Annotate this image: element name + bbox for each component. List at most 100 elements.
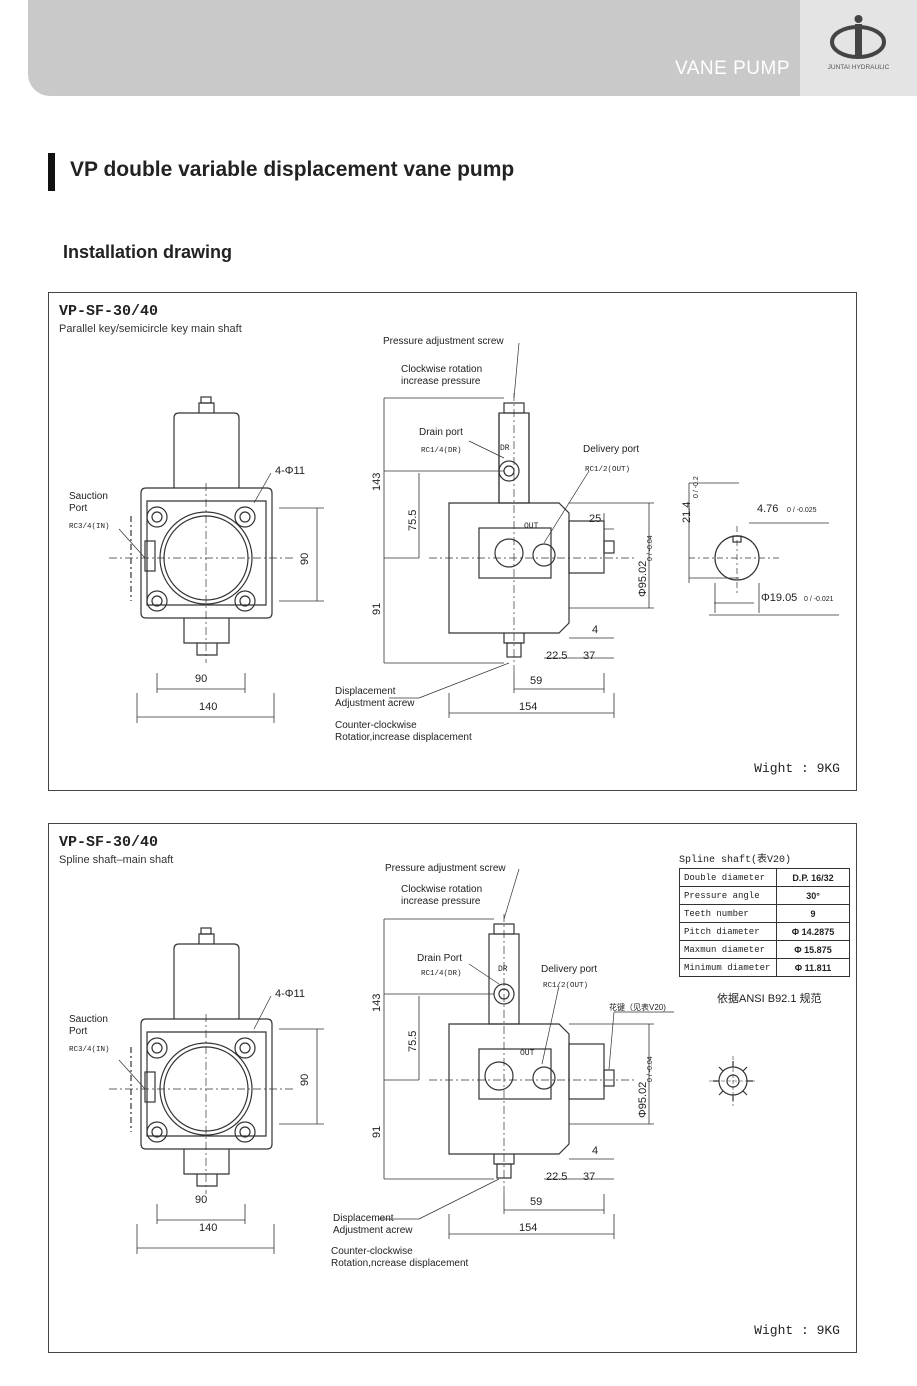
spec-value: 30°	[776, 886, 850, 905]
spline-gear-icon	[709, 1056, 757, 1106]
dim-154: 154	[519, 1222, 538, 1234]
page-header: VANE PUMP	[28, 0, 917, 96]
spec-value: Φ 14.2875	[776, 922, 850, 941]
dim-shaft-19-05-tolerance: 0 / -0.021	[804, 596, 834, 603]
dim-key-4-76: 4.76	[757, 503, 779, 515]
delivery-port-label: Delivery port	[583, 444, 640, 455]
brand-logo: JUNTAI HYDRAULIC	[800, 0, 917, 96]
spec-value: Φ 15.875	[776, 940, 850, 959]
body-out-marking: OUT	[524, 522, 539, 531]
model-code: VP-SF-30/40	[59, 834, 159, 851]
weight-label: Wight : 9KG	[754, 761, 840, 776]
pressure-screw-label: Pressure adjustment screw	[383, 336, 504, 347]
dim-91: 91	[371, 602, 383, 615]
delivery-port-label: Delivery port	[541, 964, 598, 975]
pressure-screw-label: Pressure adjustment screw	[385, 863, 506, 874]
dim-37: 37	[583, 650, 596, 662]
dim-75-5: 75.5	[407, 1030, 419, 1052]
body-dr-marking: DR	[498, 965, 508, 974]
dim-59: 59	[530, 1196, 543, 1208]
dim-75-5: 75.5	[407, 509, 419, 531]
model-code: VP-SF-30/40	[59, 303, 159, 320]
counter-clockwise-label: Counter-clockwise Rotation,ncrease displ…	[331, 1246, 469, 1269]
section-title: VP double variable displacement vane pum…	[70, 158, 515, 181]
dim-width-90: 90	[195, 673, 208, 685]
section-subtitle: Installation drawing	[63, 242, 233, 262]
spec-key: Pressure angle	[679, 886, 777, 905]
dim-22-5: 22.5	[546, 650, 568, 662]
spec-key: Teeth number	[679, 904, 777, 923]
drain-port-label: Drain Port	[417, 953, 463, 964]
spec-key: Minimum diameter	[679, 958, 777, 977]
dim-37: 37	[583, 1171, 596, 1183]
header-title: VANE PUMP	[675, 58, 791, 79]
dim-25: 25	[589, 513, 602, 525]
spec-key: Maxmun diameter	[679, 940, 777, 959]
section-marker	[48, 153, 55, 191]
spline-note: 花键（见表V20)	[609, 1003, 666, 1012]
dim-4: 4	[592, 1145, 599, 1157]
body-dr-marking: DR	[500, 444, 510, 453]
logo-icon	[830, 15, 886, 59]
standard-reference: 依据ANSI B92.1 规范	[717, 993, 822, 1005]
suction-port-code: RC3/4(IN)	[69, 1046, 110, 1054]
dim-143: 143	[371, 993, 383, 1012]
counter-clockwise-label: Counter-clockwise Rotatior,increase disp…	[335, 720, 472, 743]
dim-key-4-76-tolerance: 0 / -0.025	[787, 507, 817, 514]
body-out-marking: OUT	[520, 1049, 535, 1058]
spec-value: D.P. 16/32	[776, 868, 850, 887]
dim-width-90: 90	[195, 1194, 208, 1206]
technical-drawing	[109, 342, 839, 723]
delivery-port-code: RC1/2(OUT)	[543, 982, 589, 990]
dim-154: 154	[519, 701, 538, 713]
suction-port-label: Sauction Port	[69, 1014, 108, 1037]
spec-value: Φ 11.811	[776, 958, 850, 977]
spec-key: Double diameter	[679, 868, 777, 887]
bolt-holes-label: 4-Φ11	[275, 465, 305, 477]
delivery-port-code: RC1/2(OUT)	[585, 466, 631, 474]
bolt-holes-label: 4-Φ11	[275, 988, 305, 1000]
drain-port-code: RC1/4(DR)	[421, 447, 462, 455]
dim-width-140: 140	[199, 1222, 218, 1234]
dim-height-90: 90	[299, 1073, 311, 1086]
dim-22-5: 22.5	[546, 1171, 568, 1183]
model-description: Parallel key/semicircle key main shaft	[59, 323, 242, 335]
dim-key-21-4-tolerance: 0 / -0.2	[693, 476, 700, 498]
dim-59: 59	[530, 675, 543, 687]
drain-port-code: RC1/4(DR)	[421, 970, 462, 978]
technical-drawing	[109, 868, 757, 1254]
spline-table-title: Spline shaft(表V20)	[679, 855, 792, 866]
dim-91: 91	[371, 1125, 383, 1138]
dim-143: 143	[371, 472, 383, 491]
dim-4: 4	[592, 624, 599, 636]
dim-height-90: 90	[299, 552, 311, 565]
clockwise-label: Clockwise rotation increase pressure	[401, 884, 483, 907]
brand-name: JUNTAI HYDRAULIC	[827, 64, 890, 71]
dim-diameter-95-tolerance: 0 / -0.04	[647, 535, 654, 561]
drain-port-label: Drain port	[419, 427, 463, 438]
dim-key-21-4: 21.4	[681, 501, 693, 523]
dim-width-140: 140	[199, 701, 218, 713]
dim-diameter-95-tolerance: 0 / -0.04	[647, 1056, 654, 1082]
weight-label: Wight : 9KG	[754, 1323, 840, 1338]
dim-shaft-19-05: Φ19.05	[761, 592, 798, 604]
dim-diameter-95: Φ95.02	[637, 560, 649, 597]
displacement-screw-label: Displacement Adjustment acrew	[333, 1213, 413, 1236]
spec-key: Pitch diameter	[679, 922, 777, 941]
drawing-panel-keyed-shaft: VP-SF-30/40 Parallel key/semicircle key …	[48, 292, 857, 791]
displacement-screw-label: Displacement Adjustment acrew	[335, 686, 415, 709]
clockwise-label: Clockwise rotation increase pressure	[401, 364, 483, 387]
suction-port-label: Sauction Port	[69, 491, 108, 514]
suction-port-code: RC3/4(IN)	[69, 523, 110, 531]
dim-diameter-95: Φ95.02	[637, 1081, 649, 1118]
drawing-panel-spline-shaft: VP-SF-30/40 Spline shaft–main shaft Sauc…	[48, 823, 857, 1353]
model-description: Spline shaft–main shaft	[59, 854, 174, 866]
spec-value: 9	[776, 904, 850, 923]
